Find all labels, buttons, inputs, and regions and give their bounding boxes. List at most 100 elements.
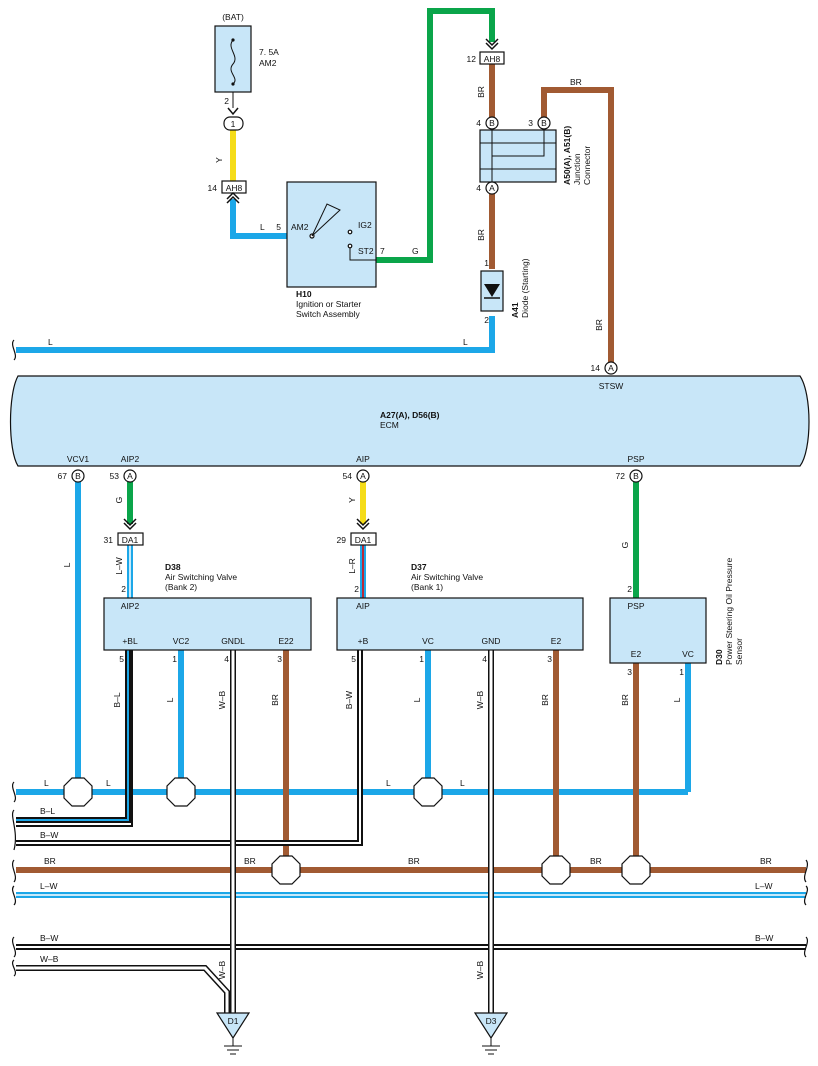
wire-label-wb-d37: W–B <box>475 690 485 709</box>
wire-label-bl-bus: B–L <box>40 806 55 816</box>
wire-label-l-right-top: L <box>463 337 468 347</box>
junction-pin-b-right: 3 <box>528 118 533 128</box>
d38-p4-label: E22 <box>278 636 293 646</box>
h10-am2-label: AM2 <box>291 222 309 232</box>
splice-br-556 <box>541 855 571 885</box>
wire-label-g-aip2: G <box>114 497 124 504</box>
ecm-aip-label: AIP <box>356 454 370 464</box>
d38-p1-label: +BL <box>122 636 138 646</box>
ground-d3: D3 <box>473 1012 509 1055</box>
d37-p2-label: VC <box>422 636 434 646</box>
ecm-vcv1-pin: 67 <box>58 471 68 481</box>
wire-label-br-top: BR <box>476 86 486 98</box>
wire-label-bw-d37: B–W <box>344 691 354 709</box>
d38-p4-pin: 3 <box>277 654 282 664</box>
ecm-vcv1-tag: B <box>75 471 81 481</box>
da1-left-pin: 31 <box>104 535 114 545</box>
wire-label-lw-d38: L–W <box>114 557 124 574</box>
d38-name2: (Bank 2) <box>165 582 197 592</box>
fuse-am2: (BAT) 7. 5A AM2 2 1 <box>214 12 279 131</box>
ecm-stsw-tag: A <box>608 363 614 373</box>
ah8-left-pin: 14 <box>208 183 218 193</box>
junction-tag-a: A <box>489 183 495 193</box>
wire-wb-bus <box>16 965 230 1013</box>
junction-tag-b-left: B <box>489 118 495 128</box>
d37-p2-pin: 1 <box>419 654 424 664</box>
junction-name2: Connector <box>582 146 592 185</box>
wire-label-lw-bus-a: L–W <box>40 881 57 891</box>
junction-tag-b-right: B <box>541 118 547 128</box>
wire-label-br-bus-a: BR <box>44 856 56 866</box>
wire-bw-d38-extra <box>16 650 133 827</box>
ecm-aip2-tag: A <box>127 471 133 481</box>
diode-pin-bot: 2 <box>484 315 489 325</box>
d37-p1-pin: 5 <box>351 654 356 664</box>
wire-bw-d37 <box>16 650 363 846</box>
wire-l-h10 <box>230 199 287 239</box>
wire-label-bw-bus2-b: B–W <box>755 933 773 943</box>
junction-code: A50(A), A51(B) <box>562 126 572 185</box>
d37-p4-label: E2 <box>551 636 562 646</box>
wire-label-wb-gnd1: W–B <box>217 960 227 979</box>
connector-chevron-icon <box>356 518 370 531</box>
ecm-name: ECM <box>380 420 399 430</box>
ground-d1-label: D1 <box>228 1016 239 1026</box>
wire-l-diode <box>16 316 495 353</box>
d38-top-pin: 2 <box>121 584 126 594</box>
d37-code: D37 <box>411 562 427 572</box>
wire-label-y-fuse: Y <box>214 157 224 163</box>
wire-label-br-d38: BR <box>270 694 280 706</box>
wire-label-l-bus-a: L <box>44 778 49 788</box>
splice-l-78 <box>63 777 93 807</box>
d37-top-label: AIP <box>356 601 370 611</box>
fuse-source: (BAT) <box>222 12 244 22</box>
d38-code: D38 <box>165 562 181 572</box>
ground-icon <box>224 1038 242 1055</box>
d30-name1: Power Steering Oil Pressure <box>724 557 734 665</box>
d38-p3-label: GNDL <box>221 636 245 646</box>
junction-name1: Junction <box>572 153 582 185</box>
d37-top-pin: 2 <box>354 584 359 594</box>
ah8-left-label: AH8 <box>226 183 243 193</box>
ground-d1: D1 <box>215 1012 251 1055</box>
connector-chevron-icon <box>226 191 240 204</box>
wire-br-right <box>541 87 614 362</box>
h10-st2-label: ST2 <box>358 246 374 256</box>
wire-label-br-d37: BR <box>540 694 550 706</box>
d30-code: D30 <box>714 649 724 665</box>
d30-p1-pin: 3 <box>627 667 632 677</box>
d38-p1-pin: 5 <box>119 654 124 664</box>
wire-label-br-d30: BR <box>620 694 630 706</box>
wire-label-l-left-top: L <box>48 337 53 347</box>
d37-p1-label: +B <box>358 636 369 646</box>
d30-top-pin: 2 <box>627 584 632 594</box>
d37-air-switching-valve: D37 Air Switching Valve (Bank 1) 2 AIP +… <box>336 562 584 664</box>
ground-icon <box>482 1038 500 1055</box>
break-marks <box>11 781 809 977</box>
connector-ah8-right: AH8 12 <box>467 38 505 65</box>
wire-label-g-st2: G <box>412 246 419 256</box>
diode-pin-top: 1 <box>484 258 489 268</box>
h10-code: H10 <box>296 289 312 299</box>
ecm-stsw-label: STSW <box>599 381 624 391</box>
connector-1-label: 1 <box>231 119 236 129</box>
d37-name2: (Bank 1) <box>411 582 443 592</box>
wire-g-st2 <box>376 8 495 263</box>
connector-chevron-icon <box>123 518 137 531</box>
wire-label-wb-gnd2: W–B <box>475 960 485 979</box>
ecm: A 14 STSW A27(A), D56(B) ECM VCV1 AIP2 A… <box>9 361 810 483</box>
wire-label-lr-d37: L–R <box>347 558 357 574</box>
d37-p3-pin: 4 <box>482 654 487 664</box>
wire-label-br-junc: BR <box>476 229 486 241</box>
ecm-code: A27(A), D56(B) <box>380 410 440 420</box>
d38-p2-pin: 1 <box>172 654 177 664</box>
connector-chevron-icon <box>227 107 239 116</box>
h10-name1: Ignition or Starter <box>296 299 361 309</box>
wire-label-g-psp: G <box>620 542 630 549</box>
wire-label-lw-bus-b: L–W <box>755 881 772 891</box>
h10-switch: 5 AM2 IG2 ST2 7 H10 Ignition or Starter … <box>276 181 385 319</box>
connector-da1-right: DA1 29 <box>337 518 377 546</box>
wire-label-l-d38vc: L <box>165 697 175 702</box>
wire-label-wb-bus: W–B <box>40 954 59 964</box>
wire-label-l-d37vc: L <box>412 697 422 702</box>
